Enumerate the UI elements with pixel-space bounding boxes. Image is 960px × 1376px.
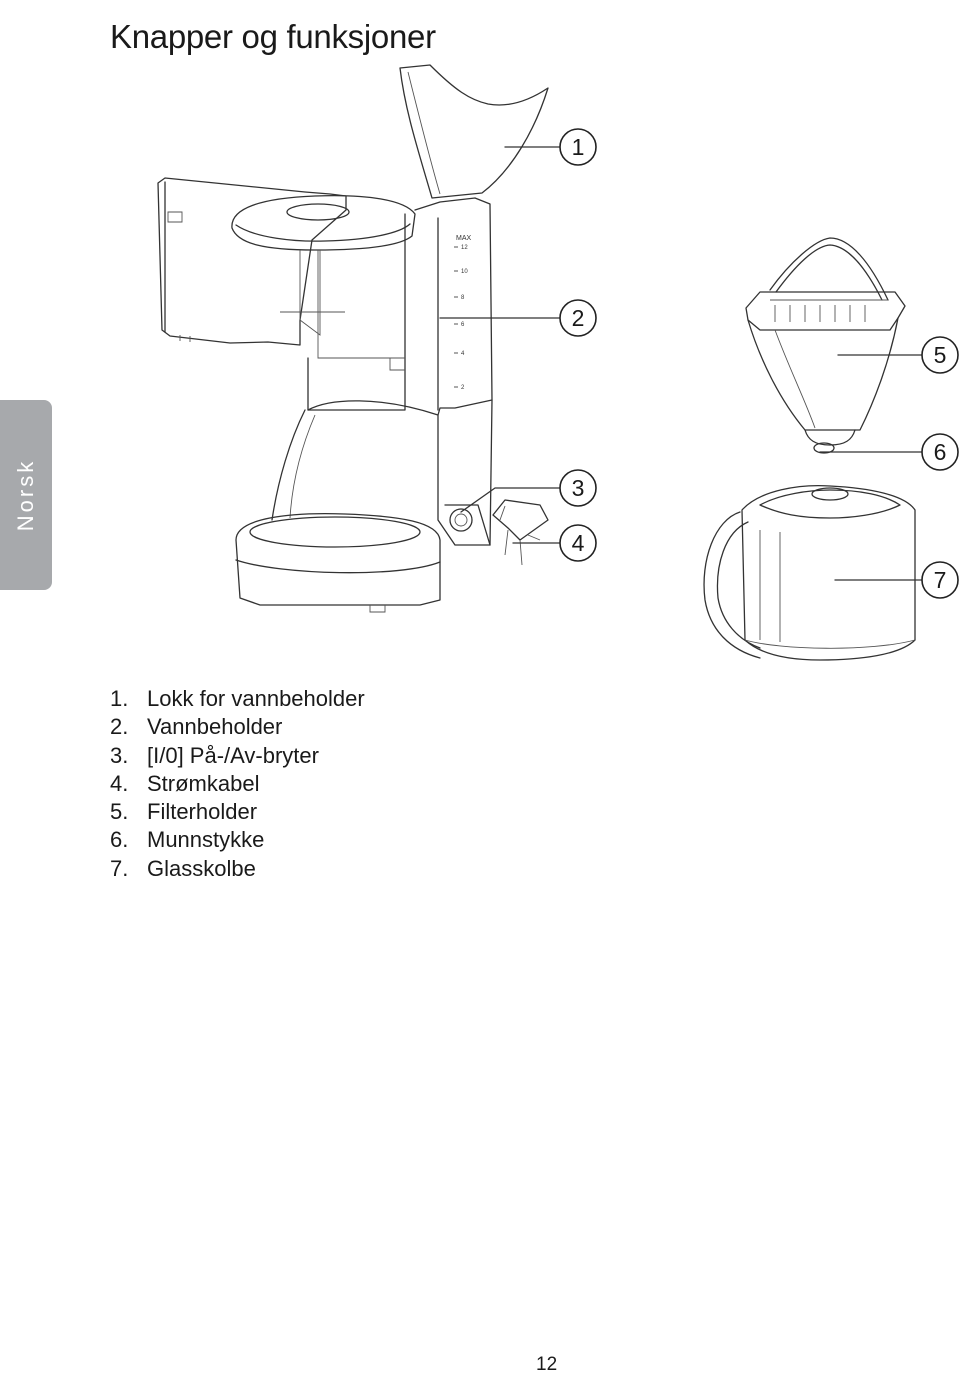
coffee-maker-illustration: MAX 12 10 8 6 4 2 [157, 64, 959, 661]
svg-text:4: 4 [572, 530, 585, 556]
callout-3: 3 [559, 469, 597, 507]
svg-text:2: 2 [572, 305, 585, 331]
callout-4: 4 [559, 524, 597, 562]
legend-item: 6.Munnstykke [110, 827, 265, 853]
callout-7: 7 [921, 561, 959, 599]
scale-8: 8 [461, 295, 465, 301]
legend-item: 2.Vannbeholder [110, 714, 283, 740]
legend-item: 4.Strømkabel [110, 770, 260, 796]
page-number: 12 [536, 1354, 558, 1375]
legend-item: 1.Lokk for vannbeholder [110, 686, 365, 711]
scale-2: 2 [461, 385, 465, 391]
svg-text:1: 1 [572, 134, 585, 160]
parts-legend: 1.Lokk for vannbeholder 2.Vannbeholder 3… [110, 685, 365, 883]
scale-max: MAX [456, 235, 472, 242]
svg-text:6: 6 [934, 439, 947, 465]
language-tab: Norsk [0, 400, 52, 590]
water-level-scale: MAX 12 10 8 6 4 2 [454, 235, 472, 391]
callout-leaders [439, 146, 923, 581]
callout-2: 2 [559, 299, 597, 337]
coffee-maker-drawing: MAX 12 10 8 6 4 2 [157, 64, 549, 613]
scale-6: 6 [461, 322, 465, 328]
scale-12-top: 12 [461, 245, 468, 251]
callout-6: 6 [921, 433, 959, 471]
svg-text:7: 7 [934, 567, 947, 593]
legend-item: 5.Filterholder [110, 799, 258, 825]
svg-text:5: 5 [934, 342, 947, 368]
scale-10: 10 [461, 269, 468, 275]
legend-item: 7.Glasskolbe [110, 855, 256, 881]
page-title: Knapper og funksjoner [110, 18, 436, 56]
callout-1: 1 [559, 128, 597, 166]
glass-carafe-drawing [703, 484, 916, 661]
svg-text:3: 3 [572, 475, 585, 501]
filter-holder-drawing [745, 237, 906, 454]
scale-4: 4 [461, 351, 465, 357]
legend-item: 3.[I/0] På-/Av-bryter [110, 742, 319, 768]
callout-5: 5 [921, 336, 959, 374]
